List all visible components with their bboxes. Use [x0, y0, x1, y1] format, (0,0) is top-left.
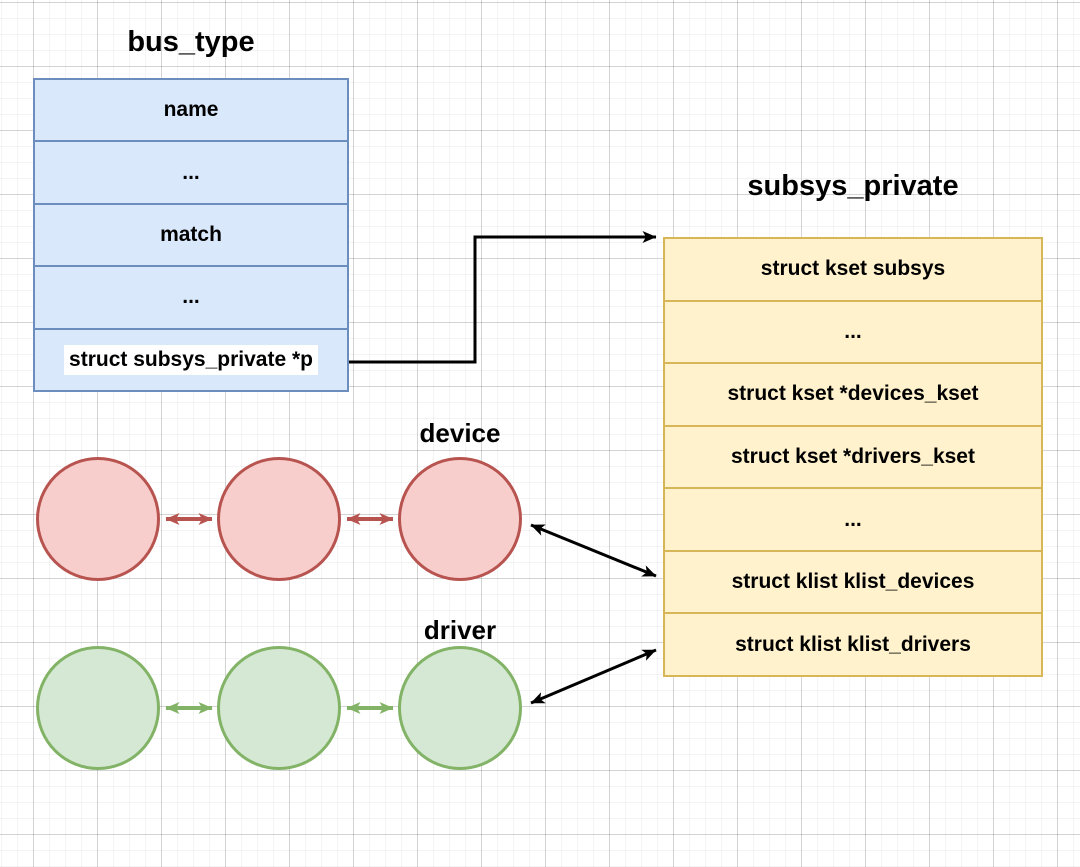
subsys-field-ellipsis-1: ... — [665, 299, 1041, 363]
subsys-field-kset-subsys: struct kset subsys — [760, 257, 946, 281]
device-node-1 — [36, 457, 160, 581]
bus-type-field-subsys-private-ptr: struct subsys_private *p — [35, 327, 347, 390]
pointer-arrow — [349, 231, 657, 364]
bus-type-table: name ... match ... struct subsys_private… — [33, 78, 349, 392]
driver-list-label: driver — [423, 615, 497, 645]
bus-type-field-match: match — [35, 202, 347, 265]
bus-type-field-name: name — [163, 98, 219, 122]
device-list-label: device — [419, 418, 501, 448]
bus-type-field-ellipsis-2: ... — [35, 265, 347, 327]
bus-type-field-ellipsis-1: ... — [35, 140, 347, 202]
subsys-field-klist-devices: struct klist klist_devices — [665, 549, 1041, 613]
driver-node-2 — [217, 646, 341, 770]
bus-type-title: bus_type — [127, 26, 255, 58]
device-node-2 — [217, 457, 341, 581]
subsys-field-ellipsis-2: ... — [665, 487, 1041, 550]
subsys-private-ptr-label: struct subsys_private *p — [64, 344, 318, 375]
subsys-field-drivers-kset: struct kset *drivers_kset — [665, 424, 1041, 488]
drivers-link-arrow — [530, 648, 657, 705]
subsys-private-title: subsys_private — [747, 170, 959, 202]
driver-node-3 — [398, 646, 522, 770]
devices-link-arrow — [530, 523, 657, 578]
subsys-field-devices-kset: struct kset *devices_kset — [665, 362, 1041, 425]
subsys-private-table: struct kset subsys ... struct kset *devi… — [663, 237, 1043, 677]
driver-node-1 — [36, 646, 160, 770]
subsys-field-klist-drivers: struct klist klist_drivers — [665, 612, 1041, 675]
device-node-3 — [398, 457, 522, 581]
